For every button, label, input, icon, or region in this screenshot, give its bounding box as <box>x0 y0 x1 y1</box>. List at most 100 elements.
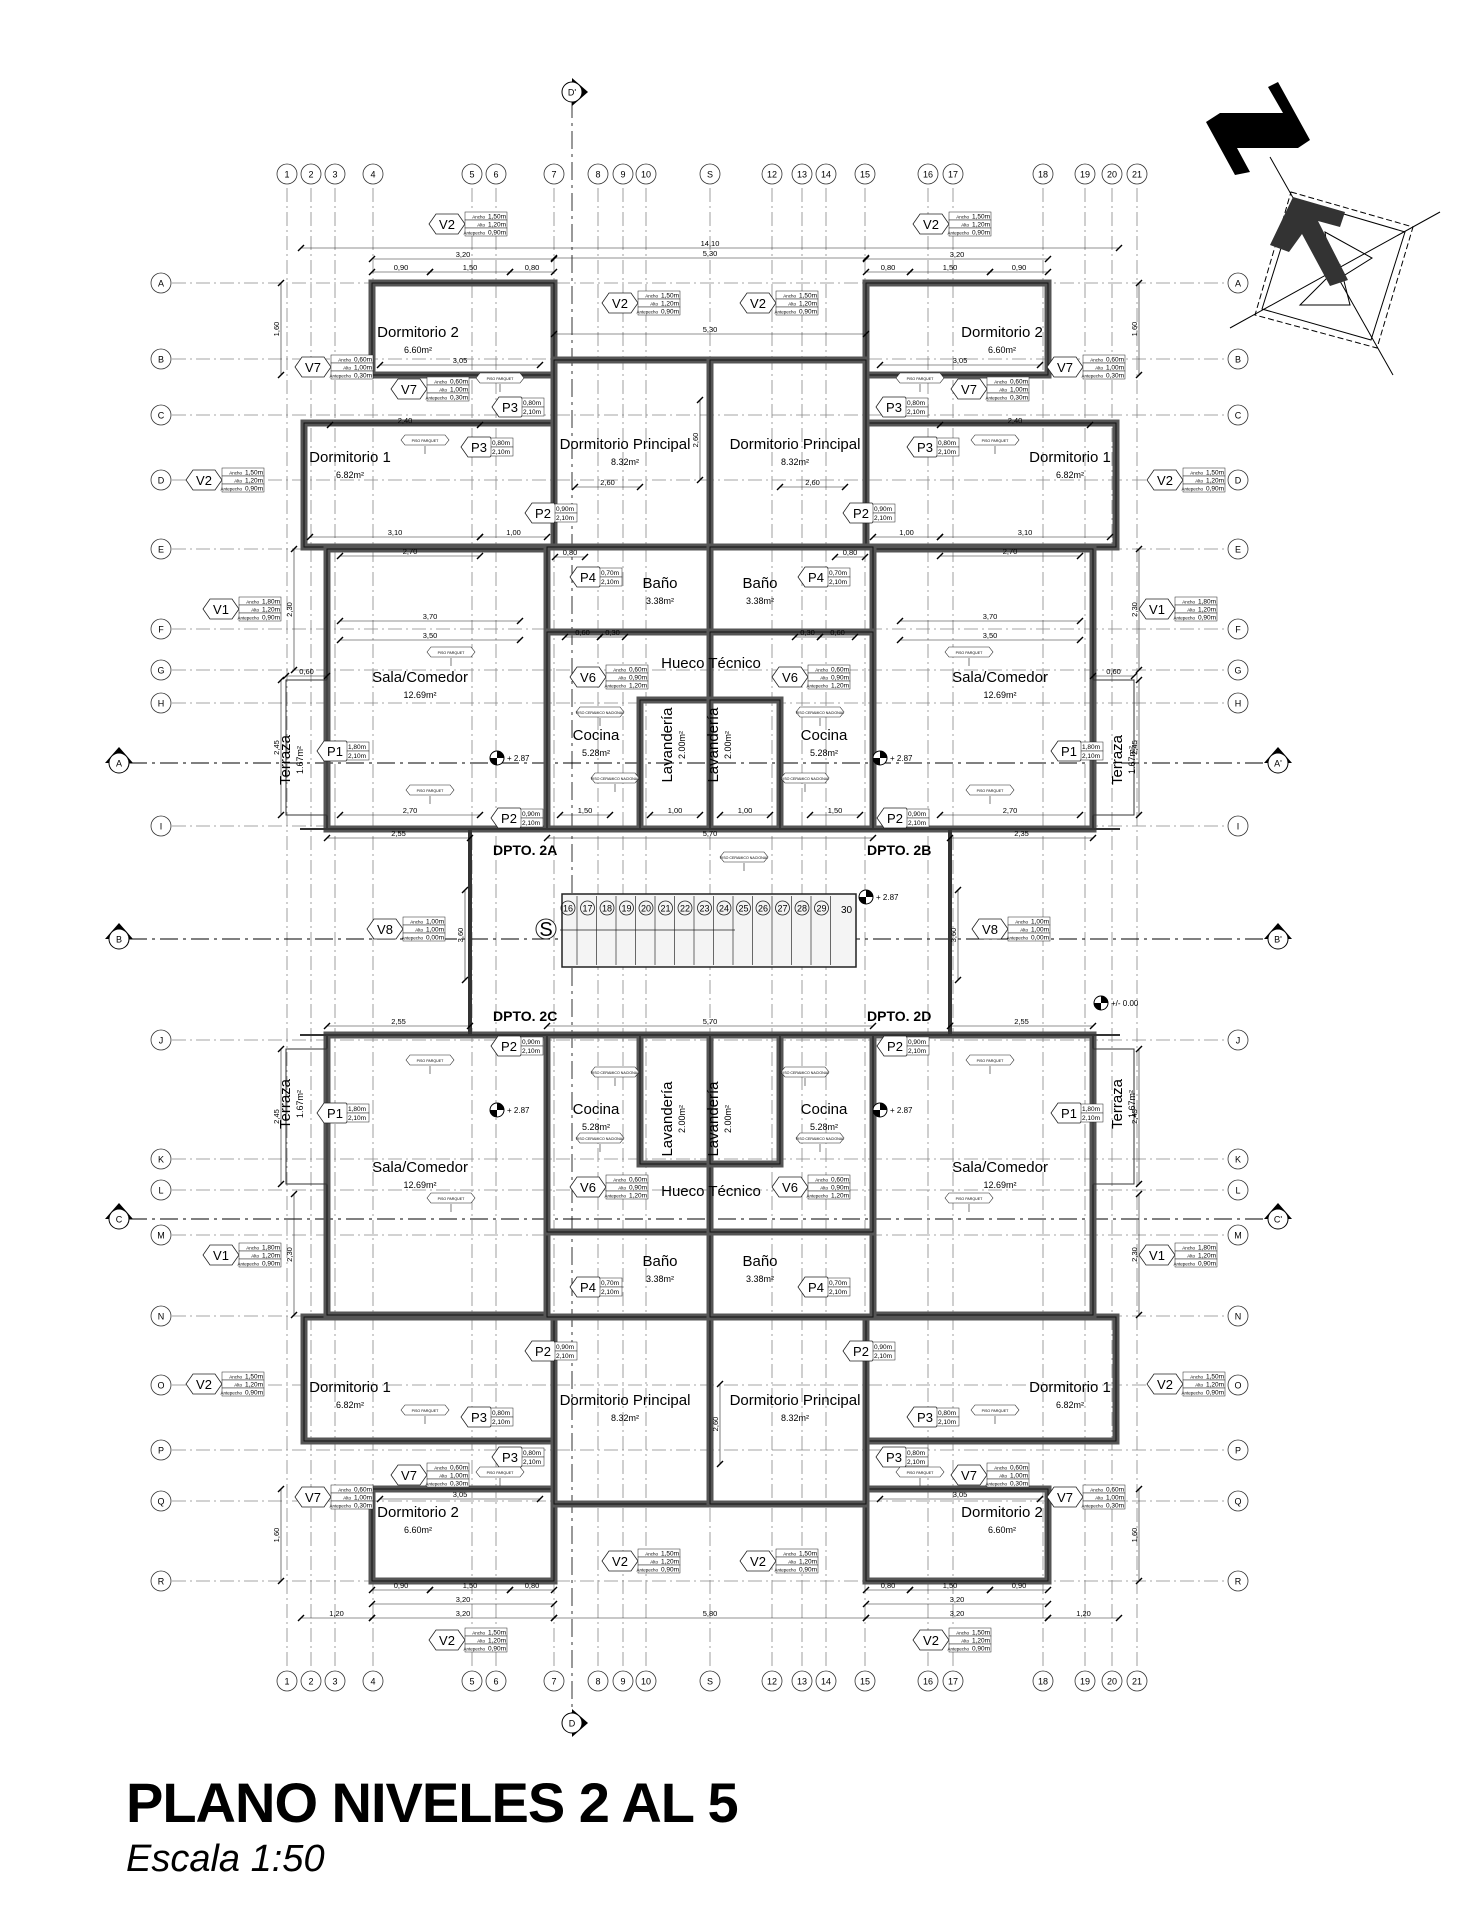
tag-code: P3 <box>471 1410 487 1425</box>
tag-code: V8 <box>982 922 998 937</box>
dimension-value: 2,40 <box>1008 416 1023 425</box>
section-bubble <box>108 928 130 950</box>
finish-tag-text: PISO CERAMICO NACIONAL <box>576 711 624 715</box>
tag-value: 1,50m <box>799 293 817 300</box>
tag-cell <box>330 1500 374 1510</box>
dimension-tick <box>290 666 298 674</box>
grid-bubble <box>150 659 172 681</box>
tag-value: 1,80m <box>348 744 366 751</box>
room-area: 2.00m² <box>723 1105 733 1133</box>
wall-outline <box>546 1231 711 1318</box>
room-area: 1.67m² <box>295 1090 305 1118</box>
tag-value: 2,10m <box>556 1353 574 1360</box>
tag-value: 0,00m <box>1031 935 1049 942</box>
dimension-tick <box>536 361 544 369</box>
grid-label-column: 3 <box>332 170 337 180</box>
floor-finish-tag: PISO PARQUET <box>475 372 525 392</box>
stair-step-bubble <box>697 900 712 916</box>
tag-value: 0,30m <box>1010 1481 1028 1488</box>
finish-tag-text: PISO PARQUET <box>982 1409 1009 1413</box>
grid-bubble <box>1074 1670 1096 1692</box>
tag-value: 0,90m <box>522 811 540 818</box>
dimension-tick <box>791 633 799 641</box>
tag-cell <box>1082 1500 1126 1510</box>
tag-value: 0,90m <box>874 1344 892 1351</box>
dimension-tick <box>636 483 644 491</box>
tag-code: P2 <box>535 506 551 521</box>
section-marker: B <box>105 923 133 950</box>
tag-value: 1,80m <box>348 1106 366 1113</box>
tag-value: 1,00m <box>1106 365 1124 372</box>
grid-bubble <box>1126 163 1148 185</box>
floor-finish-tag: PISO PARQUET <box>405 1054 455 1074</box>
section-bubble <box>108 752 130 774</box>
section-marker: A <box>105 747 133 774</box>
tag-code: V2 <box>1157 1377 1173 1392</box>
grid-bubble <box>1227 272 1249 294</box>
tag-code: V7 <box>1057 360 1073 375</box>
tag-value: 1,00m <box>426 927 444 934</box>
tag-value: 2,10m <box>556 515 574 522</box>
tag-code: P3 <box>502 400 518 415</box>
floor-finish-tag: PISO PARQUET <box>965 784 1015 804</box>
tag-field: Antepecho <box>947 1647 969 1652</box>
tag-field: Ancho <box>472 1631 485 1636</box>
room-name: Dormitorio Principal <box>730 436 861 453</box>
dimension-value: 0,60 <box>299 667 314 676</box>
tag-value: 0,90m <box>556 1344 574 1351</box>
room-name: Cocina <box>573 1101 620 1118</box>
section-label: A <box>116 759 122 769</box>
grid-label-column: 2 <box>308 170 313 180</box>
tag-value: 0,90m <box>522 1039 540 1046</box>
grid-bubble <box>699 163 721 185</box>
dimension-value: 0,60 <box>1106 667 1121 676</box>
tag-value: 0,80m <box>523 1450 541 1457</box>
tag-field: Antepecho <box>1081 1504 1103 1509</box>
tag-field: Alto <box>439 1474 447 1479</box>
stair-step-number: 18 <box>602 904 612 914</box>
room-name: Cocina <box>801 727 848 744</box>
tag-value: 1,00m <box>1106 1495 1124 1502</box>
finish-tag-text: PISO PARQUET <box>438 1197 465 1201</box>
finish-tag-text: PISO CERAMICO NACIONAL <box>591 777 639 781</box>
tag-code: P1 <box>327 744 343 759</box>
dimension-tick <box>516 617 524 625</box>
dimension-value: 5,70 <box>703 1017 718 1026</box>
tag-code: V6 <box>580 670 596 685</box>
level-marker: +/- 0.00 <box>1093 995 1139 1011</box>
grid-bubble <box>276 163 298 185</box>
grid-bubble <box>1227 618 1249 640</box>
tag-field: Antepecho <box>1173 1262 1195 1267</box>
wall-outline <box>553 359 711 548</box>
grid-bubble <box>791 1670 813 1692</box>
tag-value: 1,20m <box>1198 607 1216 614</box>
dimension-value: 1,50 <box>578 806 593 815</box>
grid-label-column: 19 <box>1080 1677 1090 1687</box>
finish-tag-text: PISO PARQUET <box>977 789 1004 793</box>
dimension-value: 2,60 <box>805 478 820 487</box>
room-name: Dormitorio Principal <box>730 1392 861 1409</box>
section-marker: D <box>561 1709 588 1737</box>
dimension-tick <box>1135 545 1143 553</box>
tag-cell <box>1007 932 1051 942</box>
tag-field: Ancho <box>434 380 447 385</box>
dimension-tick <box>277 371 285 379</box>
tag-value: 0,60m <box>629 1177 647 1184</box>
tag-field: Alto <box>820 676 828 681</box>
tag-field: Antepecho <box>1181 1391 1203 1396</box>
tag-field: Alto <box>415 928 423 933</box>
dimension-value: 3,05 <box>453 356 468 365</box>
stair-step-bubble <box>560 900 576 916</box>
stair-step-bubble <box>755 900 771 916</box>
room-name: Cocina <box>573 727 620 744</box>
tag-value: 0,60m <box>831 1177 849 1184</box>
